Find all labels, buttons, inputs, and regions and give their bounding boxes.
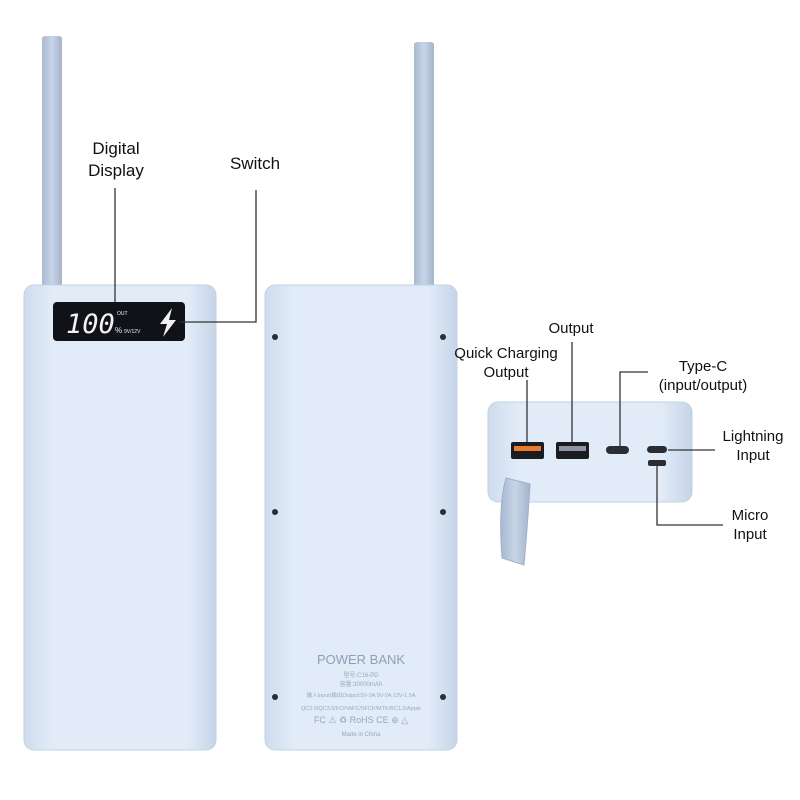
display-out-label: OUT [117, 311, 128, 317]
quick-charging-output-label: Quick Charging Output [440, 344, 572, 382]
lightning-port [647, 446, 667, 453]
micro-usb-port [648, 460, 666, 466]
type-c-leader [619, 371, 648, 446]
leader-lines [114, 188, 723, 526]
digital-display-label: Digital Display [70, 138, 162, 182]
micro-leader [656, 466, 723, 526]
back-power-bank: POWER BANK 型号:C16-PD 容量:30000mAh 输入Input… [264, 42, 458, 751]
front-strap [42, 36, 62, 294]
display-screen [53, 302, 185, 341]
type-c-label-line2: (input/output) [658, 377, 748, 394]
display-percent: 100 [66, 309, 115, 340]
output-label: Output [535, 319, 607, 338]
front-power-bank: 100 % OUT 9V/12V [23, 36, 217, 751]
display-percent-sign: % [115, 326, 122, 335]
back-origin: Made in China [342, 732, 381, 738]
digital-display: 100 % OUT 9V/12V [53, 302, 185, 341]
screw-hole [440, 509, 446, 515]
screw-hole [272, 694, 278, 700]
screw-hole [440, 334, 446, 340]
micro-input-label: Micro Input [715, 506, 785, 544]
front-body [23, 284, 217, 751]
usb-output-port-insert [559, 446, 586, 451]
back-capacity: 容量:30000mAh [340, 680, 383, 688]
type-c-label: Type-C (input/output) [648, 357, 758, 395]
digital-display-label-line2: Display [88, 161, 144, 180]
back-strap [414, 42, 434, 294]
back-body [264, 284, 458, 751]
lightning-input-label: Lightning Input [712, 427, 794, 465]
screw-holes [272, 334, 446, 700]
back-model: 型号:C16-PD [343, 671, 379, 679]
screw-hole [440, 694, 446, 700]
back-protocols: QC2.0/QC3.0/FCP/AFC/SFCP/MTK/BC1.2/Apple [301, 706, 421, 712]
screw-hole [272, 334, 278, 340]
switch-leader [180, 190, 257, 323]
ports-body [487, 401, 693, 503]
micro-label-line1: Micro [731, 507, 769, 524]
back-spec: 输入Input/输出Output:5V-3A 9V-2A 12V-1.5A [307, 691, 416, 699]
type-c-port [606, 446, 629, 454]
digital-display-label-line1: Digital [92, 139, 140, 158]
quick-charging-label-line1: Quick Charging [454, 345, 558, 362]
side-strap [500, 477, 531, 566]
lightning-bolt-icon [160, 308, 176, 337]
lightning-label-line1: Lightning [722, 428, 784, 445]
back-label: POWER BANK 型号:C16-PD 容量:30000mAh 输入Input… [301, 652, 421, 738]
display-voltage-label: 9V/12V [124, 329, 141, 335]
micro-label-line2: Input [733, 526, 767, 543]
back-title: POWER BANK [317, 652, 405, 667]
quick-charging-port-insert [514, 446, 541, 451]
screw-hole [272, 509, 278, 515]
back-certifications: FC ⚠ ♻ RoHS CE ⊕ △ [314, 715, 408, 725]
type-c-label-line1: Type-C [678, 358, 728, 375]
ports-side-view [487, 401, 693, 566]
switch-label-text: Switch [229, 154, 281, 173]
quick-charging-label-line2: Output [483, 364, 529, 381]
switch-label: Switch [215, 153, 295, 175]
output-label-text: Output [548, 320, 594, 337]
lightning-label-line2: Input [736, 447, 770, 464]
